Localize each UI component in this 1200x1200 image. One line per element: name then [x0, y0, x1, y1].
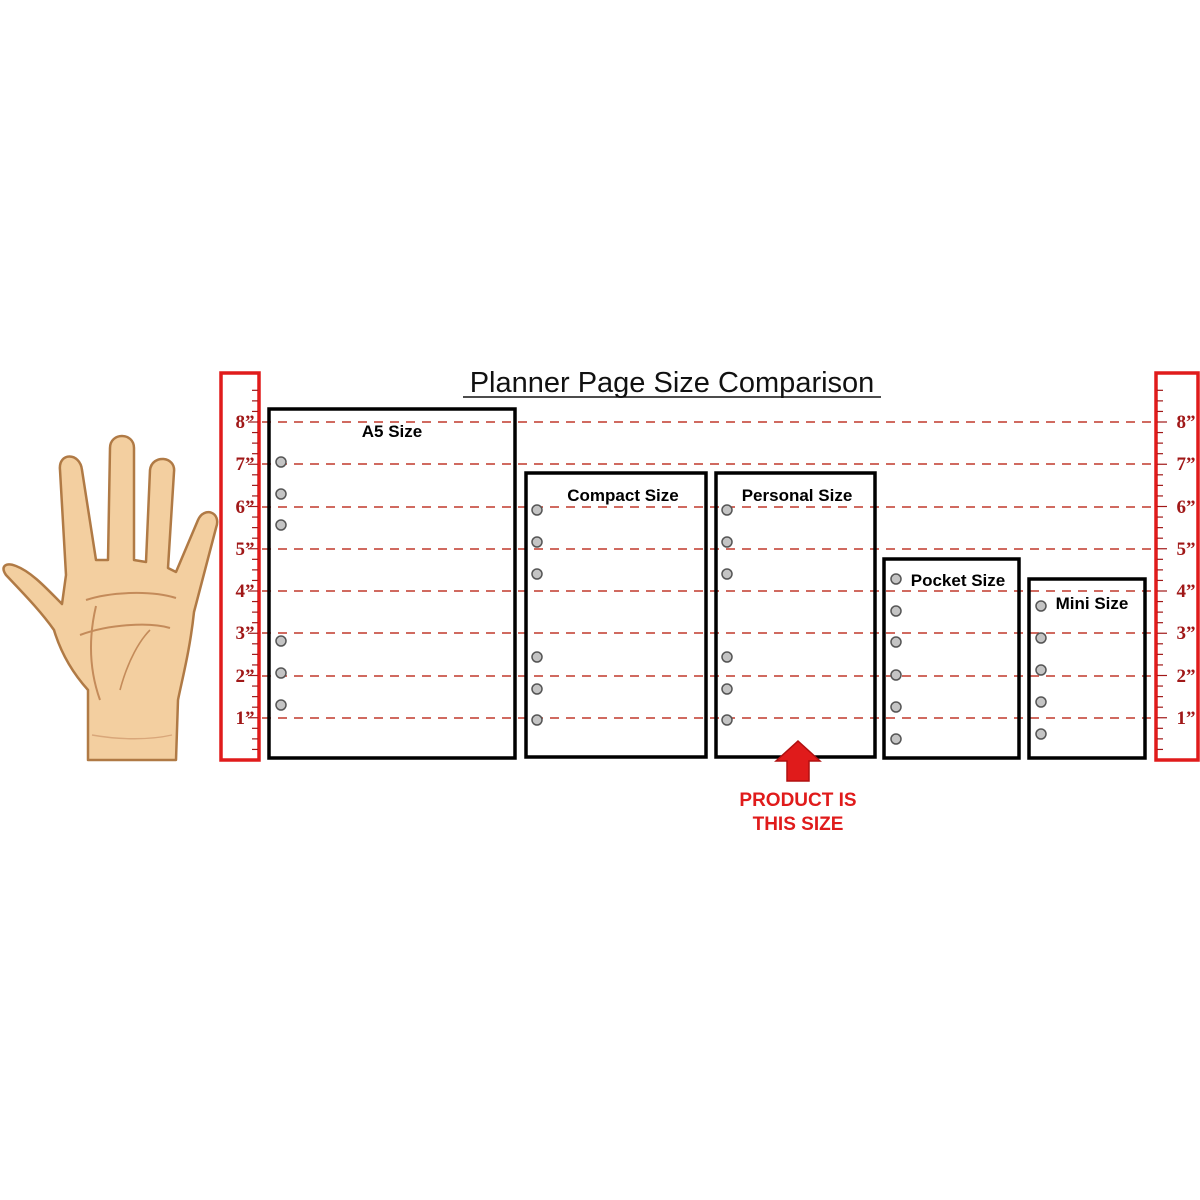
page-personal: Personal Size: [714, 471, 877, 759]
ruler-label: 2”: [1177, 666, 1196, 687]
ruler-label: 3”: [1177, 623, 1196, 644]
ruler-label: 3”: [236, 623, 255, 644]
product-callout-line1: PRODUCT IS: [739, 790, 856, 811]
ruler-label: 5”: [236, 539, 255, 560]
left-ruler: [219, 371, 261, 762]
page-pocket: Pocket Size: [882, 557, 1021, 760]
ruler-label: 5”: [1177, 539, 1196, 560]
ruler-label: 6”: [236, 497, 255, 518]
right-ruler: [1154, 371, 1200, 762]
page-label: Compact Size: [567, 486, 678, 505]
punch-holes: [531, 504, 543, 726]
ruler-label: 7”: [1177, 454, 1196, 475]
ruler-label: 8”: [236, 412, 255, 433]
ruler-label: 2”: [236, 666, 255, 687]
ruler-label: 1”: [1177, 708, 1196, 729]
ruler-ticks: [248, 389, 258, 751]
page-label: Pocket Size: [911, 571, 1006, 590]
page-compact: Compact Size: [524, 471, 708, 759]
page-label: Personal Size: [742, 486, 853, 505]
page-a5: A5 Size: [267, 407, 517, 760]
ruler-label: 8”: [1177, 412, 1196, 433]
punch-holes: [721, 504, 733, 726]
right-ruler-labels: 8” 7” 6” 5” 4” 3” 2” 1”: [1177, 412, 1196, 729]
arrow-up-icon: [774, 739, 822, 782]
ruler-label: 1”: [236, 708, 255, 729]
diagram-title: Planner Page Size Comparison: [470, 367, 875, 399]
ruler-ticks: [1157, 389, 1167, 751]
inch-guide-lines: [262, 421, 1154, 719]
ruler-label: 4”: [1177, 581, 1196, 602]
page-label: Mini Size: [1056, 594, 1129, 613]
ruler-label: 4”: [236, 581, 255, 602]
ruler-label: 7”: [236, 454, 255, 475]
punch-holes: [1035, 600, 1047, 740]
ruler-label: 6”: [1177, 497, 1196, 518]
page-mini: Mini Size: [1027, 577, 1147, 760]
left-ruler-labels: 8” 7” 6” 5” 4” 3” 2” 1”: [236, 412, 255, 729]
open-palm-hand-icon: [2, 434, 219, 762]
product-callout-line2: THIS SIZE: [753, 814, 844, 835]
page-label: A5 Size: [362, 422, 422, 441]
punch-holes: [275, 456, 287, 711]
punch-holes: [890, 573, 902, 745]
